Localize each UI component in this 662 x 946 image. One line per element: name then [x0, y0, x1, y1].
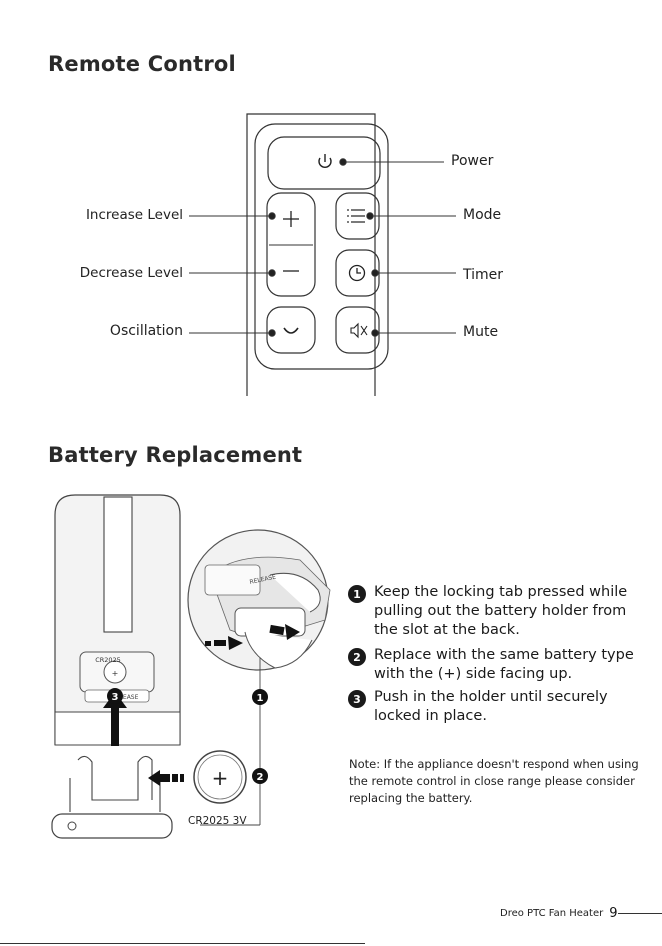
speaker-mute-icon	[350, 322, 368, 339]
oscillation-icon	[283, 327, 299, 334]
page-footer: Dreo PTC Fan Heater 9	[500, 906, 618, 921]
label-increase-level: Increase Level	[85, 207, 183, 223]
footer-rule	[618, 913, 662, 914]
step-1: 1 Keep the locking tab pressed while pul…	[348, 583, 638, 640]
step-2-badge: 2	[348, 648, 366, 666]
label-power: Power	[451, 153, 494, 169]
battery-replacement-title: Battery Replacement	[48, 443, 303, 467]
step-1-badge: 1	[348, 585, 366, 603]
clock-icon	[348, 264, 366, 282]
bottom-rule	[0, 943, 365, 944]
mute-button	[335, 306, 380, 354]
page-number: 9	[609, 906, 618, 921]
step-3-badge: 3	[348, 690, 366, 708]
label-timer: Timer	[463, 267, 504, 283]
label-oscillation: Oscillation	[109, 323, 183, 339]
list-icon	[347, 209, 365, 223]
footer-product: Dreo PTC Fan Heater	[500, 908, 604, 919]
step-2-text: Replace with the same battery type with …	[374, 647, 634, 682]
plus-icon	[283, 211, 299, 227]
power-icon	[318, 154, 332, 168]
remote-control-title: Remote Control	[48, 52, 236, 76]
label-mode: Mode	[463, 207, 502, 223]
step-1-text: Keep the locking tab pressed while pulli…	[374, 584, 628, 638]
battery-note: Note: If the appliance doesn't respond w…	[349, 757, 639, 805]
label-mute: Mute	[463, 324, 499, 340]
step-3-text: Push in the holder until securely locked…	[374, 689, 608, 724]
oscillation-button	[266, 306, 316, 354]
step-3: 3 Push in the holder until securely lock…	[348, 688, 638, 726]
step-2: 2 Replace with the same battery type wit…	[348, 646, 638, 684]
label-decrease-level: Decrease Level	[79, 265, 183, 281]
power-button	[267, 136, 381, 190]
callout-lines	[189, 158, 456, 337]
level-rocker	[266, 192, 316, 297]
